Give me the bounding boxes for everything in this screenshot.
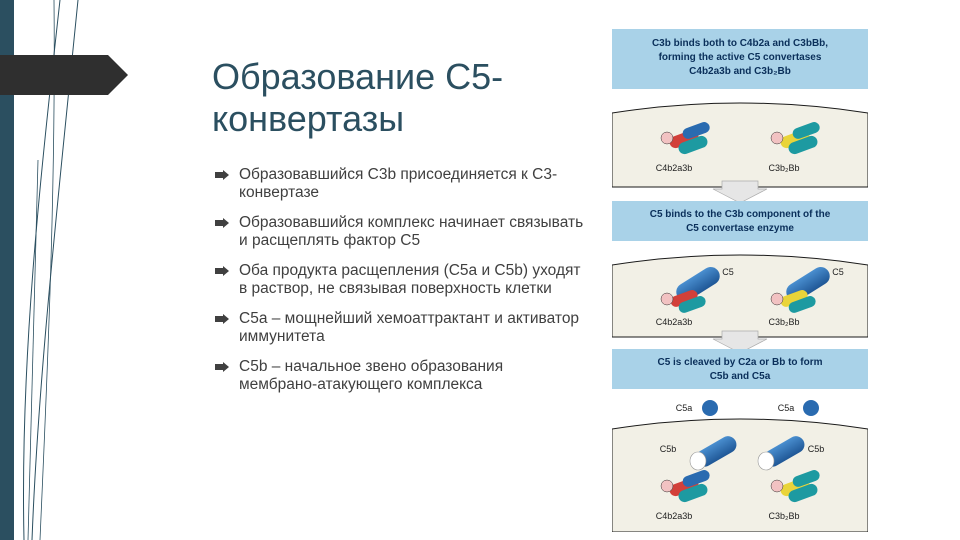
c3b2bb-complex bbox=[770, 470, 820, 503]
panel2-label: C5 bbox=[722, 267, 734, 277]
panel2-label: C3b₂Bb bbox=[768, 317, 799, 327]
bullet-item: С5а – мощнейший хемоаттрактант и активат… bbox=[215, 310, 585, 346]
panel2-label: C4b2a3b bbox=[656, 317, 693, 327]
bullet-item: Оба продукта расщепления (С5а и С5b) ухо… bbox=[215, 262, 585, 298]
c4b2a3b-complex bbox=[660, 122, 710, 155]
bullet-text: С5а – мощнейший хемоаттрактант и активат… bbox=[239, 310, 580, 345]
arrow-bullet-icon bbox=[215, 266, 229, 276]
panel3-caption-line: C5b and C5a bbox=[710, 371, 771, 382]
bullet-text: Оба продукта расщепления (С5а и С5b) ухо… bbox=[239, 262, 581, 297]
c4b2a3b-complex bbox=[660, 470, 710, 503]
bullet-item: Образовавшийся комплекс начинает связыва… bbox=[215, 214, 585, 250]
panel1-caption-line: forming the active C5 convertases bbox=[659, 52, 822, 63]
arrow-bullet-icon bbox=[215, 218, 229, 228]
panel2-caption-line: C5 binds to the C3b component of the bbox=[650, 209, 831, 220]
arrow-bullet-icon bbox=[215, 314, 229, 324]
panel3-label: C4b2a3b bbox=[656, 511, 693, 521]
panel1-caption-line: C4b2a3b and C3b₂Bb bbox=[689, 66, 791, 77]
bullet-text: Образовавшийся комплекс начинает связыва… bbox=[239, 214, 584, 249]
bullet-item: Образовавшийся С3b присоединяется к С3-к… bbox=[215, 166, 585, 202]
bullet-list: Образовавшийся С3b присоединяется к С3-к… bbox=[215, 166, 585, 406]
down-arrow-icon bbox=[712, 180, 768, 204]
arrow-bullet-icon bbox=[215, 362, 229, 372]
bullet-text: С5b – начальное звено образования мембра… bbox=[239, 358, 504, 393]
arrow-bullet-icon bbox=[215, 170, 229, 180]
c3b2bb-complex bbox=[770, 122, 820, 155]
panel1-label: C3b₂Bb bbox=[768, 163, 799, 173]
bullet-text: Образовавшийся С3b присоединяется к С3-к… bbox=[239, 166, 558, 201]
panel3-label: C3b₂Bb bbox=[768, 511, 799, 521]
panel1-caption-line: C3b binds both to C4b2a and C3bBb, bbox=[652, 38, 828, 49]
panel3-label: C5a bbox=[676, 403, 693, 413]
panel3-label: C5b bbox=[808, 444, 825, 454]
title-tab bbox=[0, 55, 128, 95]
panel2-label: C5 bbox=[832, 267, 844, 277]
panel1-membrane bbox=[612, 102, 868, 188]
panel1-header bbox=[612, 29, 868, 89]
c4b2a3b-c5-complex bbox=[660, 267, 720, 313]
panel3-caption-line: C5 is cleaved by C2a or Bb to form bbox=[657, 357, 822, 368]
panel1-label: C4b2a3b bbox=[656, 163, 693, 173]
left-accent-band bbox=[0, 0, 14, 540]
c5a-fragment bbox=[702, 400, 718, 416]
c3b2bb-c5-complex bbox=[770, 267, 830, 313]
slide-title: Образование С5-конвертазы bbox=[212, 56, 504, 139]
panel3-membrane bbox=[612, 418, 868, 532]
c5b-fragment bbox=[689, 436, 737, 471]
down-arrow-icon bbox=[712, 330, 768, 354]
panel3-header bbox=[612, 349, 868, 389]
panel3-label: C5a bbox=[778, 403, 795, 413]
panel3-label: C5b bbox=[660, 444, 677, 454]
panel2-membrane bbox=[612, 254, 868, 338]
bullet-item: С5b – начальное звено образования мембра… bbox=[215, 358, 585, 394]
panel2-header bbox=[612, 201, 868, 241]
panel2-caption-line: C5 convertase enzyme bbox=[686, 223, 794, 234]
c5a-fragment bbox=[803, 400, 819, 416]
c5-convertase-figure: C3b binds both to C4b2a and C3bBb, formi… bbox=[612, 29, 868, 532]
c5b-fragment bbox=[757, 436, 805, 471]
